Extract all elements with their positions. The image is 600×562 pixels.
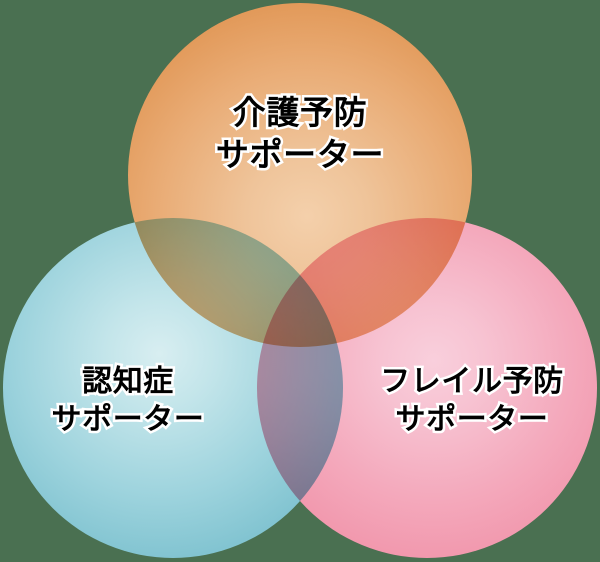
venn-circle-frail-yobo[interactable] — [257, 218, 597, 558]
